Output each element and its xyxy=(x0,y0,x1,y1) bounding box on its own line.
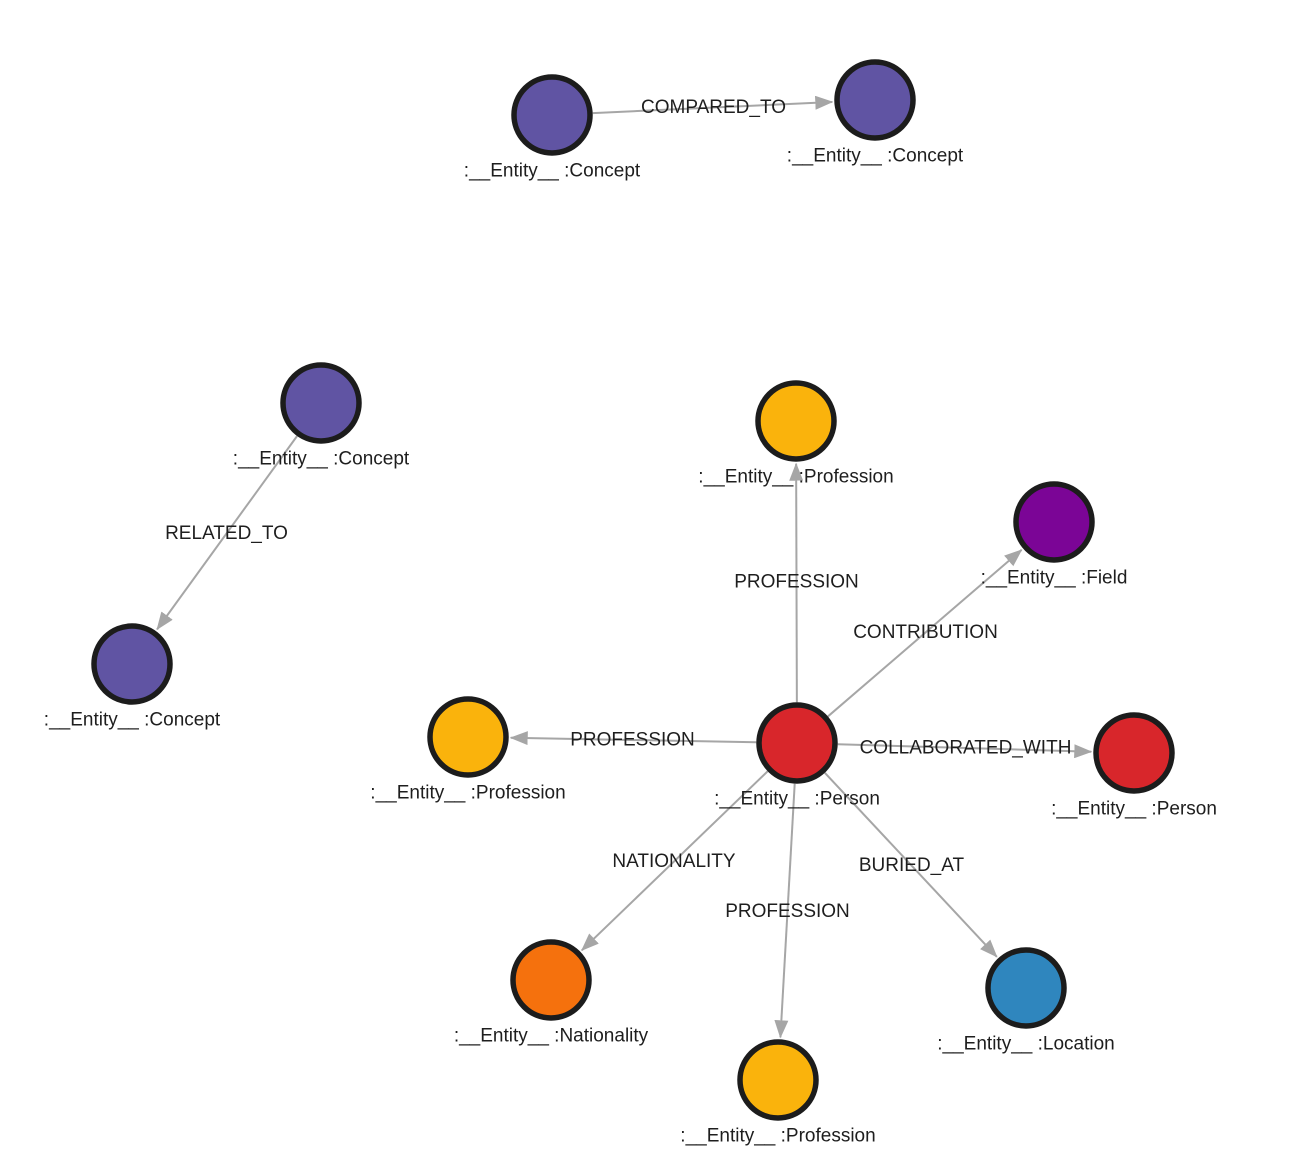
graph-node-concept-4[interactable] xyxy=(91,623,173,705)
edge-labels-layer: COMPARED_TO RELATED_TO PROFESSION CONTRIBUT… xyxy=(165,97,1071,922)
edge-profession-person-1-profession-2[interactable] xyxy=(774,783,796,1039)
graph-node-location-1[interactable] xyxy=(985,947,1067,1029)
edge-label-profession: PROFESSION xyxy=(725,901,850,922)
graph-node-nationality-1[interactable] xyxy=(510,939,592,1021)
graph-node-profession-1[interactable] xyxy=(755,380,837,462)
edge-profession-person-1-profession-1[interactable] xyxy=(789,462,804,703)
graph-node-profession-3[interactable] xyxy=(427,696,509,778)
edge-label-profession: PROFESSION xyxy=(570,730,695,751)
node-label-person-2: :__Entity__ :Person xyxy=(1051,799,1217,820)
edge-collaborated-with-person-1-person-2[interactable] xyxy=(837,743,1093,759)
graph-node-person-1[interactable] xyxy=(756,702,838,784)
edges-layer xyxy=(156,95,1093,1039)
graph-node-person-2[interactable] xyxy=(1093,712,1175,794)
graph-node-concept-2[interactable] xyxy=(834,59,916,141)
edge-contribution-person-1-field-1[interactable] xyxy=(827,549,1023,718)
node-label-profession-3: :__Entity__ :Profession xyxy=(370,783,565,804)
node-label-nationality-1: :__Entity__ :Nationality xyxy=(454,1026,649,1047)
edge-related-to-concept-3-concept-4[interactable] xyxy=(156,435,298,631)
graph-node-field-1[interactable] xyxy=(1013,481,1095,563)
node-label-person-1: :__Entity__ :Person xyxy=(714,789,880,810)
node-label-concept-4: :__Entity__ :Concept xyxy=(44,710,221,731)
node-label-location-1: :__Entity__ :Location xyxy=(937,1034,1114,1055)
edge-label-buried-at: BURIED_AT xyxy=(859,855,965,876)
graph-node-concept-1[interactable] xyxy=(511,74,593,156)
node-label-field-1: :__Entity__ :Field xyxy=(981,568,1128,589)
node-label-profession-2: :__Entity__ :Profession xyxy=(680,1126,875,1147)
node-label-concept-3: :__Entity__ :Concept xyxy=(233,449,410,470)
edge-label-related-to: RELATED_TO xyxy=(165,523,288,544)
edge-nationality-person-1-nationality-1[interactable] xyxy=(581,770,769,952)
graph-node-concept-3[interactable] xyxy=(280,362,362,444)
node-labels-layer: :__Entity__ :Concept :__Entity__ :Concept… xyxy=(44,146,1217,1147)
node-label-concept-1: :__Entity__ :Concept xyxy=(464,161,641,182)
edge-label-nationality: NATIONALITY xyxy=(612,851,735,872)
node-label-profession-1: :__Entity__ :Profession xyxy=(698,467,893,488)
edge-label-compared-to: COMPARED_TO xyxy=(641,97,786,118)
graph-node-profession-2[interactable] xyxy=(737,1039,819,1121)
edge-label-profession: PROFESSION xyxy=(734,572,859,593)
edge-compared-to-concept-1-concept-2[interactable] xyxy=(592,95,834,115)
edge-buried-at-person-1-location-1[interactable] xyxy=(824,772,998,958)
nodes-layer xyxy=(91,59,1175,1121)
edge-label-contribution: CONTRIBUTION xyxy=(853,622,998,643)
edge-label-collaborated-with: COLLABORATED_WITH xyxy=(860,738,1072,759)
node-label-concept-2: :__Entity__ :Concept xyxy=(787,146,964,167)
edge-profession-person-1-profession-3[interactable] xyxy=(509,731,757,746)
